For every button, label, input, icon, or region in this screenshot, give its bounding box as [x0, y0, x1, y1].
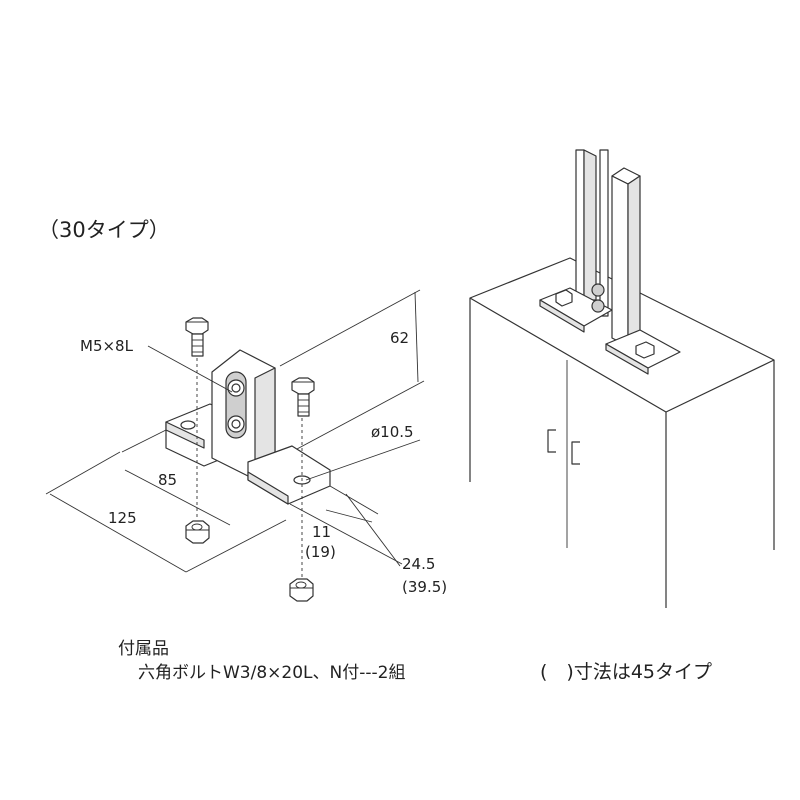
accessories-title: 付属品	[118, 639, 169, 659]
dim-extension-125-right	[185, 519, 287, 573]
post-back-left	[575, 149, 585, 301]
dim-extension-top	[279, 289, 421, 367]
type-heading: （30タイプ）	[38, 218, 170, 242]
dim-extension-24-5	[289, 503, 403, 565]
post-back-right	[599, 149, 609, 317]
plate-bracket-hole-1	[591, 283, 605, 297]
installation-view	[469, 149, 775, 608]
leader-hole-diameter	[305, 439, 421, 481]
hex-nut-1	[185, 520, 210, 544]
flange-right-edge	[247, 471, 289, 505]
dim-line-125	[49, 493, 187, 573]
dim-line-11	[325, 509, 373, 523]
note-45-type: ( )寸法は45タイプ	[540, 661, 712, 683]
leader-bolt-size	[147, 345, 233, 393]
door-handle-right	[571, 441, 580, 465]
plate-hole-lower-inner	[231, 419, 241, 429]
post-front-side	[627, 175, 641, 347]
plate-bracket-hole-2	[591, 299, 605, 313]
flange-left-edge	[165, 421, 205, 449]
dim-label-62: 62	[390, 329, 409, 347]
door-handle-left	[547, 429, 556, 453]
hex-bolt-1	[185, 317, 209, 357]
dim-label-19: (19)	[305, 543, 336, 561]
plate-bolt-front	[635, 341, 655, 359]
bracket-drawing: 62 M5×8L ø10.5	[45, 289, 447, 602]
post-back-left-side	[583, 149, 597, 301]
dim-label-24-5: 24.5	[402, 555, 435, 573]
dim-extension-85-left	[121, 429, 167, 453]
dim-line-24-5	[345, 493, 401, 567]
dim-label-125: 125	[108, 509, 137, 527]
hex-bolt-2	[291, 377, 315, 417]
plate-hole-upper-inner	[231, 383, 241, 393]
dim-extension-bottom	[281, 380, 425, 458]
dim-line-85	[124, 469, 231, 526]
mounting-plate-back-edge	[539, 299, 585, 333]
bolt-size-label: M5×8L	[80, 337, 134, 355]
flange-left-hole	[180, 420, 196, 430]
hole-diameter-label: ø10.5	[371, 423, 414, 441]
dim-label-11: 11	[312, 523, 331, 541]
dim-label-85: 85	[158, 471, 177, 489]
dim-extension-11	[329, 485, 379, 515]
dim-label-39-5: (39.5)	[402, 578, 447, 596]
mounting-plate-front-edge	[605, 343, 649, 375]
dim-line-62	[414, 291, 419, 383]
post-front-face	[611, 175, 629, 347]
hex-nut-2	[289, 578, 314, 602]
accessories-item: 六角ボルトW3/8×20L、N付---2組	[138, 663, 405, 683]
plate-bolt-back	[555, 289, 573, 307]
dim-extension-125-left	[45, 451, 121, 495]
